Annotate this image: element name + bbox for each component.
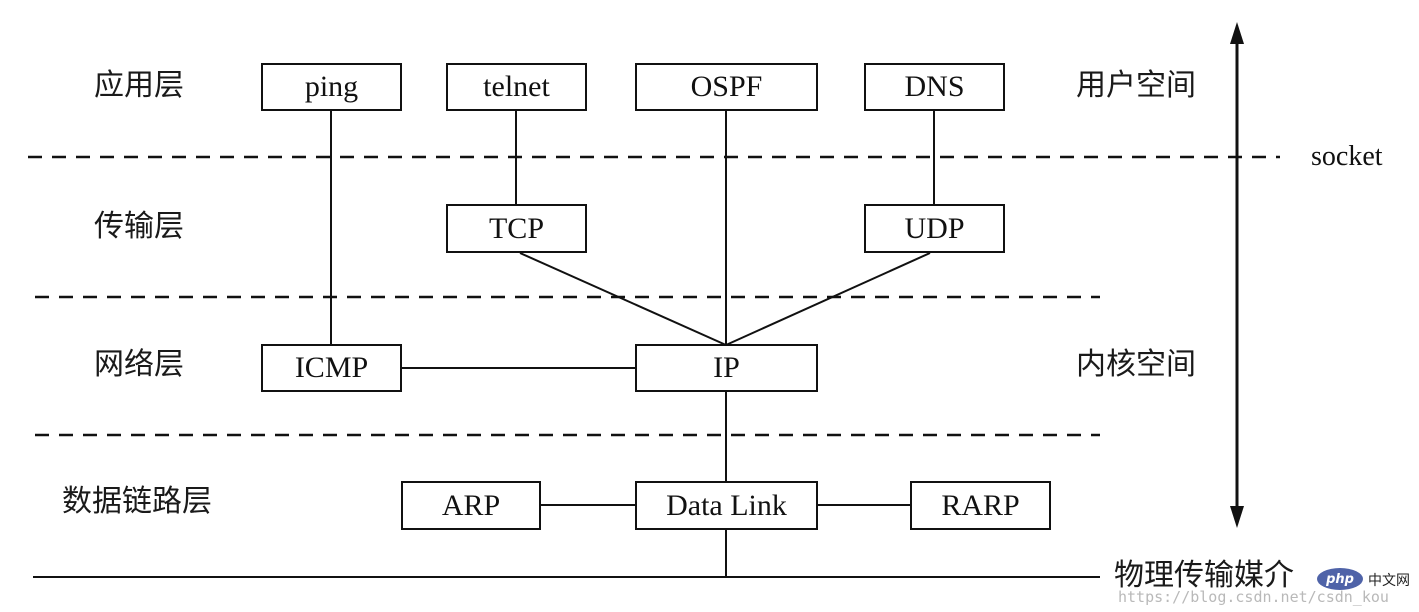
edge-udp-ip (725, 252, 931, 346)
physical-medium-label: 物理传输媒介 (1114, 558, 1294, 593)
php-logo-icon: php (1317, 568, 1363, 590)
node-datalink: Data Link (635, 481, 818, 530)
space-arrow-down-head (1230, 506, 1244, 528)
layer-label-datalink: 数据链路层 (62, 484, 212, 519)
socket-label: socket (1311, 141, 1383, 172)
watermark-site-text: 中文网 (1368, 573, 1410, 589)
node-rarp: RARP (910, 481, 1051, 530)
node-ip: IP (635, 344, 818, 392)
node-udp: UDP (864, 204, 1005, 253)
node-ospf: OSPF (635, 63, 818, 111)
node-ping: ping (261, 63, 402, 111)
watermark-url: https://blog.csdn.net/csdn_kou (1118, 588, 1389, 606)
node-tcp: TCP (446, 204, 587, 253)
edge-tcp-ip (519, 252, 727, 346)
node-arp: ARP (401, 481, 541, 530)
layer-label-application: 应用层 (94, 68, 184, 103)
user-space-label: 用户空间 (1076, 68, 1196, 103)
layer-label-network: 网络层 (94, 347, 184, 382)
node-telnet: telnet (446, 63, 587, 111)
layer-label-transport: 传输层 (94, 209, 184, 244)
space-arrow-up-head (1230, 22, 1244, 44)
node-dns: DNS (864, 63, 1005, 111)
node-icmp: ICMP (261, 344, 402, 392)
kernel-space-label: 内核空间 (1076, 347, 1196, 382)
